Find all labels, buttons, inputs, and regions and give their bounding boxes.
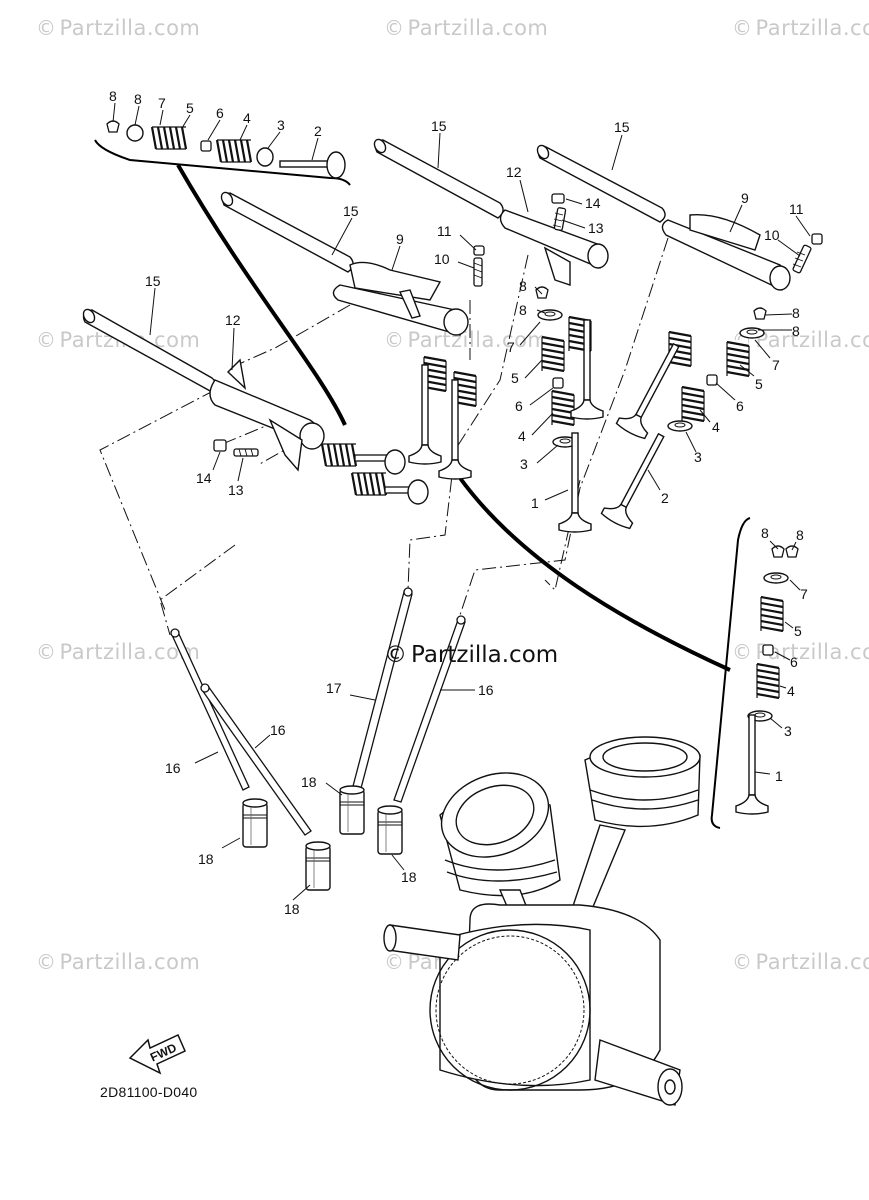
callout-label: 4 (518, 428, 526, 444)
callout-label: 8 (792, 305, 800, 321)
watermark: ©Partzilla.com (36, 640, 201, 664)
watermark: ©Partzilla.com (732, 16, 869, 40)
callout-label: 14 (196, 470, 212, 486)
callout-label: 7 (800, 586, 808, 602)
callout-label: 18 (284, 901, 300, 917)
callout-label: 5 (186, 100, 194, 116)
callout-label: 11 (789, 201, 804, 217)
callout-label: 18 (301, 774, 317, 790)
callout-label: 1 (531, 495, 539, 511)
callout-label: 15 (614, 119, 630, 135)
callout-label: 3 (277, 117, 285, 133)
callout-label: 2 (661, 490, 669, 506)
watermark: ©Partzilla.com (732, 640, 869, 664)
callout-label: 3 (784, 723, 792, 739)
callout-label: 9 (741, 190, 749, 206)
watermark: ©Partzilla.com (36, 950, 201, 974)
callout-label: 8 (761, 525, 769, 541)
callout-label: 3 (520, 456, 528, 472)
callout-label: 15 (431, 118, 447, 134)
callout-label: 12 (506, 164, 522, 180)
callout-label: 18 (401, 869, 417, 885)
callout-label: 8 (519, 278, 527, 294)
callout-label: 6 (515, 398, 523, 414)
callout-label: 15 (343, 203, 359, 219)
diagram-code: 2D81100-D040 (100, 1084, 198, 1100)
callout-label: 14 (585, 195, 601, 211)
callout-label: 5 (755, 376, 763, 392)
callout-label: 16 (165, 760, 181, 776)
callout-label: 4 (787, 683, 795, 699)
callout-label: 7 (507, 339, 515, 355)
callout-label: 4 (243, 110, 251, 126)
callout-label: 16 (270, 722, 286, 738)
callout-label: 11 (437, 223, 452, 239)
callout-label: 8 (792, 323, 800, 339)
callout-label: 7 (772, 357, 780, 373)
callout-label: 4 (712, 419, 720, 435)
callout-label: 5 (511, 370, 519, 386)
callout-label: 6 (790, 654, 798, 670)
callout-label: 8 (109, 88, 117, 104)
callout-label: 18 (198, 851, 214, 867)
watermark: ©Partzilla.com (732, 950, 869, 974)
callout-label: 10 (764, 227, 780, 243)
callout-label: 6 (736, 398, 744, 414)
callout-label: 13 (228, 482, 244, 498)
callout-label: 12 (225, 312, 241, 328)
callout-label: 7 (158, 95, 166, 111)
callout-label: 10 (434, 251, 450, 267)
callout-label: 8 (796, 527, 804, 543)
callout-label: 3 (694, 449, 702, 465)
fwd-arrow: FWD (128, 1033, 186, 1075)
watermark: ©Partzilla.com (36, 16, 201, 40)
watermark: ©Partzilla.com (384, 16, 549, 40)
callout-label: 9 (396, 231, 404, 247)
callout-label: 15 (145, 273, 161, 289)
callout-label: 8 (519, 302, 527, 318)
callout-label: 8 (134, 91, 142, 107)
callout-label: 6 (216, 105, 224, 121)
callout-label: 17 (326, 680, 342, 696)
callout-label: 16 (478, 682, 494, 698)
callout-label: 5 (794, 623, 802, 639)
callout-label: 2 (314, 123, 322, 139)
callout-label: 13 (588, 220, 604, 236)
center-watermark: ©Partzilla.com (384, 642, 559, 668)
callout-label: 1 (775, 768, 783, 784)
rocker-arm (209, 209, 791, 472)
rocker-shaft (82, 138, 666, 393)
